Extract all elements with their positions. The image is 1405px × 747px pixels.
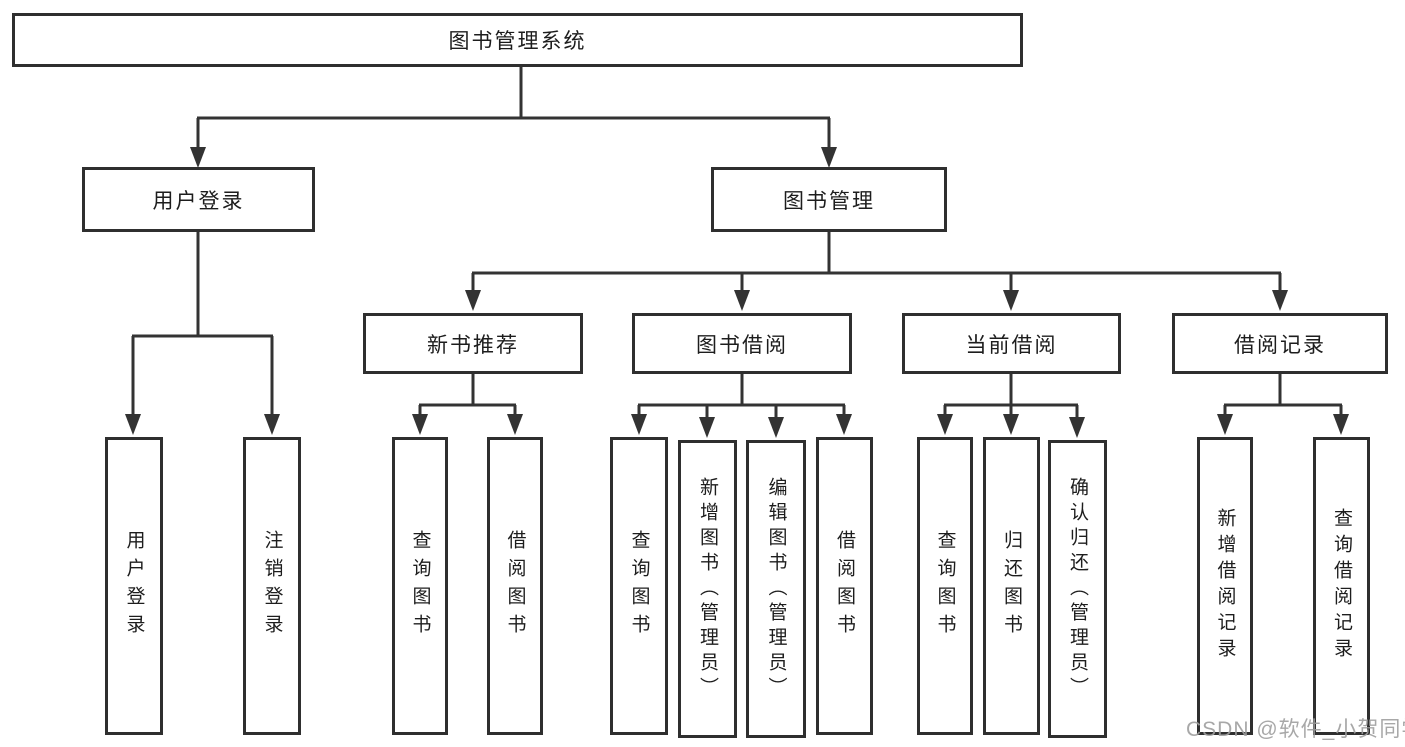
node-book-borrowing: 图书借阅 — [632, 313, 852, 374]
node-borrowing-records: 借阅记录 — [1172, 313, 1388, 374]
leaf-query-books-current: 查询图书 — [917, 437, 973, 735]
node-library-management-system: 图书管理系统 — [12, 13, 1023, 67]
node-user-login: 用户登录 — [82, 167, 315, 232]
leaf-logout: 注销登录 — [243, 437, 301, 735]
leaf-borrow-books-recommend: 借阅图书 — [487, 437, 543, 735]
leaf-user-login: 用户登录 — [105, 437, 163, 735]
node-current-borrowing: 当前借阅 — [902, 313, 1121, 374]
leaf-add-books-admin: 新增图书（管理员） — [678, 440, 737, 738]
leaf-return-books: 归还图书 — [983, 437, 1040, 735]
leaf-query-books-borrowing: 查询图书 — [610, 437, 668, 735]
csdn-watermark: CSDN @软件_小贺同学 — [1186, 718, 1405, 741]
leaf-borrow-books-borrowing: 借阅图书 — [816, 437, 873, 735]
leaf-add-borrow-record: 新增借阅记录 — [1197, 437, 1253, 735]
node-new-book-recommend: 新书推荐 — [363, 313, 583, 374]
leaf-query-books-recommend: 查询图书 — [392, 437, 448, 735]
leaf-confirm-return-admin: 确认归还（管理员） — [1048, 440, 1107, 738]
node-book-management: 图书管理 — [711, 167, 947, 232]
leaf-edit-books-admin: 编辑图书（管理员） — [746, 440, 806, 738]
leaf-query-borrow-record: 查询借阅记录 — [1313, 437, 1370, 735]
